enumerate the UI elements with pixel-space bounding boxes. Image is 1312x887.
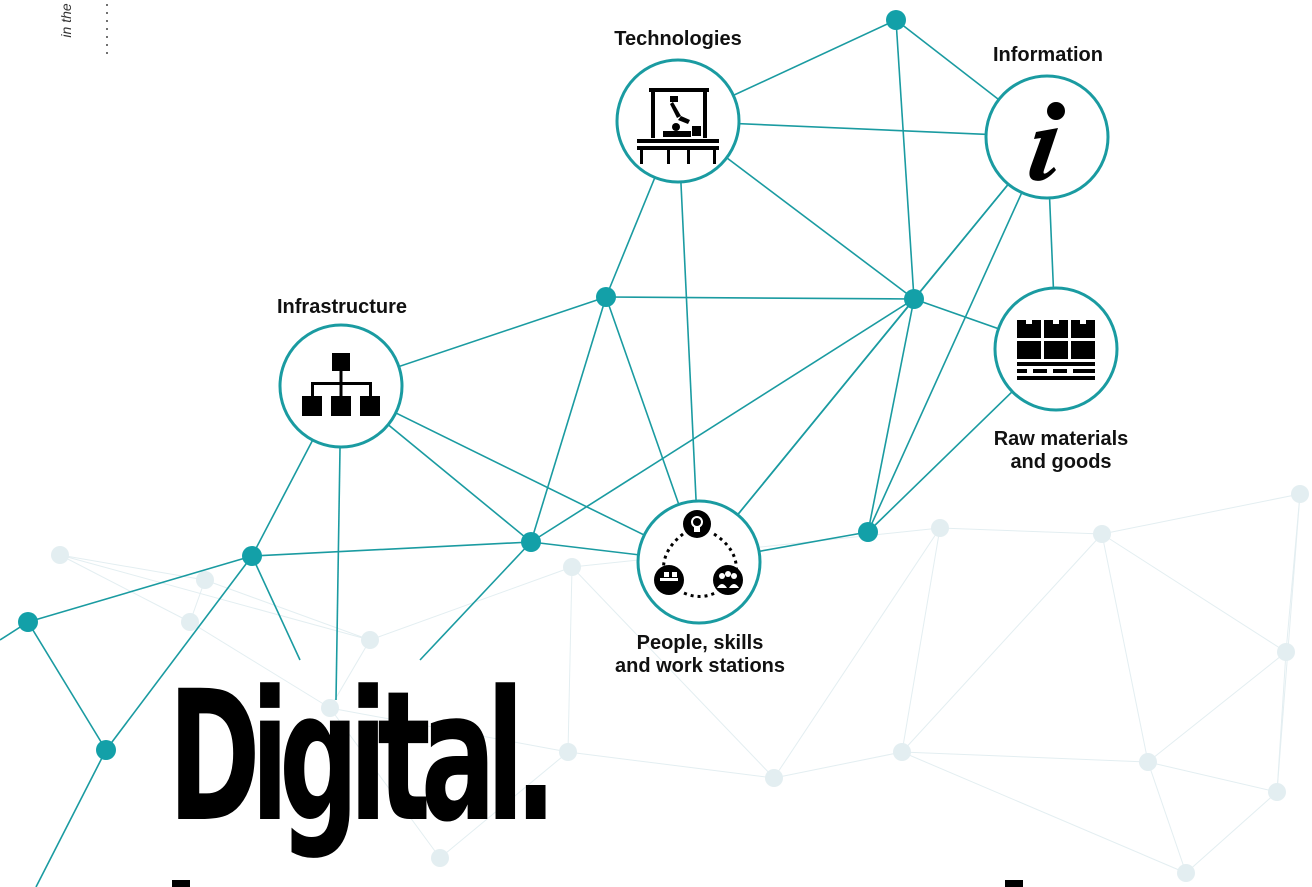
- people-ideas-cycle-icon: [654, 510, 743, 598]
- hub-label-raw-materials: Raw materials and goods: [993, 428, 1129, 473]
- connection-node: [858, 522, 878, 542]
- background-line: [901, 751, 1187, 874]
- pallet-boxes-icon: [1017, 320, 1095, 380]
- connection-line: [895, 19, 915, 300]
- connection-line: [530, 298, 915, 543]
- background-line: [773, 527, 941, 779]
- background-node: [1139, 753, 1157, 771]
- org-hierarchy-icon: [302, 353, 380, 416]
- background-line: [189, 621, 331, 709]
- background-node: [1277, 643, 1295, 661]
- hub-people: [636, 499, 762, 625]
- background-node: [181, 613, 199, 631]
- hub-information: [984, 74, 1110, 200]
- background-network-nodes: [51, 485, 1309, 882]
- connection-line: [677, 120, 700, 563]
- hub-technologies: [615, 58, 741, 184]
- background-line: [1147, 761, 1278, 793]
- background-line: [901, 533, 1103, 753]
- background-node: [559, 743, 577, 761]
- robot-arm-workstation-icon: [637, 88, 719, 164]
- background-line: [901, 751, 1149, 763]
- background-line: [439, 751, 569, 859]
- hub-label-infrastructure: Infrastructure: [276, 296, 408, 318]
- background-line: [1101, 533, 1149, 763]
- background-node: [196, 571, 214, 589]
- background-line: [204, 579, 371, 641]
- connection-line: [251, 555, 301, 661]
- background-node: [51, 546, 69, 564]
- background-line: [567, 566, 573, 753]
- background-line: [1147, 651, 1287, 763]
- hub-label-information: Information: [993, 44, 1103, 66]
- hub-label-people: People, skills and work stations: [614, 632, 786, 677]
- background-line: [939, 527, 1103, 535]
- background-node: [361, 631, 379, 649]
- connection-line: [340, 385, 700, 563]
- background-line: [1147, 761, 1187, 874]
- background-line: [571, 566, 775, 779]
- background-line: [1276, 493, 1301, 793]
- connection-nodes: [18, 10, 924, 760]
- connection-line: [530, 296, 607, 543]
- connection-line: [867, 298, 915, 533]
- connection-line: [251, 541, 532, 557]
- background-line: [329, 707, 441, 859]
- background-line: [567, 751, 775, 779]
- connection-node: [18, 612, 38, 632]
- background-line: [1101, 533, 1287, 653]
- background-line: [901, 527, 941, 753]
- background-line: [369, 566, 573, 641]
- connection-node: [242, 546, 262, 566]
- background-line: [329, 707, 569, 753]
- connection-node: [904, 289, 924, 309]
- background-node: [1093, 525, 1111, 543]
- background-line: [59, 554, 371, 641]
- bottom-bar-right: [1005, 880, 1023, 887]
- info-i-icon: [1029, 102, 1065, 181]
- background-node: [765, 769, 783, 787]
- dotted-rule: [106, 4, 110, 60]
- background-node: [893, 743, 911, 761]
- background-line: [1185, 791, 1278, 874]
- background-line: [59, 554, 191, 623]
- connection-line: [105, 555, 253, 751]
- connection-line: [35, 749, 107, 887]
- connection-line: [867, 136, 1048, 533]
- background-line: [1101, 493, 1301, 535]
- background-node: [321, 699, 339, 717]
- background-node: [563, 558, 581, 576]
- connection-line: [419, 541, 532, 661]
- bottom-bar-left: [172, 880, 190, 887]
- background-line: [773, 751, 903, 779]
- background-network: [59, 493, 1301, 874]
- connection-line: [605, 296, 915, 300]
- background-node: [431, 849, 449, 867]
- headline: Digital.: [168, 653, 557, 862]
- background-node: [931, 519, 949, 537]
- connection-line: [27, 555, 253, 623]
- hub-label-technologies: Technologies: [614, 28, 742, 50]
- background-node: [1177, 864, 1195, 882]
- section-side-note: in the spotlight: future value chains: [58, 0, 74, 82]
- connection-line: [27, 621, 107, 751]
- connection-node: [96, 740, 116, 760]
- background-line: [59, 554, 206, 581]
- background-node: [1268, 783, 1286, 801]
- connection-node: [521, 532, 541, 552]
- hub-raw-materials: [993, 286, 1119, 412]
- hub-infrastructure: [278, 323, 404, 449]
- background-node: [1291, 485, 1309, 503]
- connection-node: [596, 287, 616, 307]
- connection-node: [886, 10, 906, 30]
